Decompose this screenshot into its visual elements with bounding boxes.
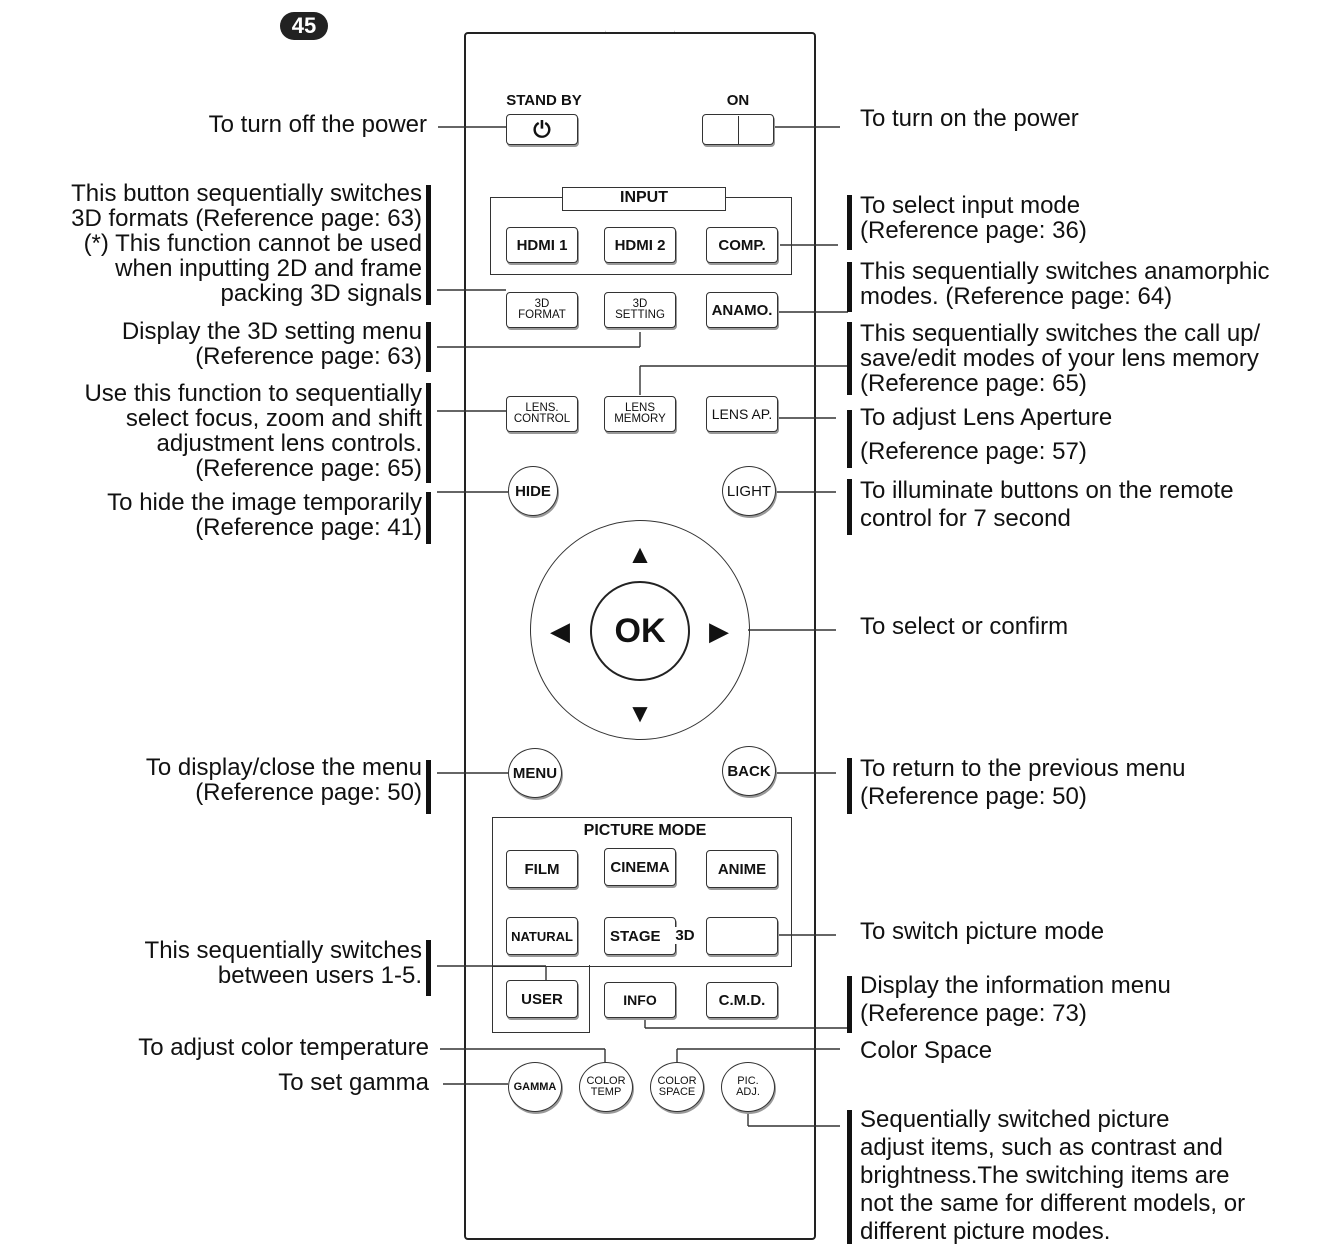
user-bar xyxy=(426,940,431,996)
info-button[interactable]: INFO xyxy=(604,982,676,1018)
right-arrow-icon[interactable]: ▶ xyxy=(709,616,729,646)
lens-ap-bar xyxy=(847,410,852,468)
picture-mode-frame-top xyxy=(492,817,792,967)
hide-label: To hide the image temporarily (Reference… xyxy=(107,489,422,541)
direction-pad-ring xyxy=(530,520,750,740)
comp-button[interactable]: COMP. xyxy=(706,227,778,263)
3d-format-label: This button sequentially switches 3D for… xyxy=(71,180,422,307)
power-on-label: To turn on the power xyxy=(860,105,1079,132)
color-space-label-1: COLOR xyxy=(657,1075,697,1087)
3d-setting-label-1: 3D xyxy=(632,297,648,310)
pic-adj-button[interactable]: PIC.ADJ. xyxy=(721,1062,775,1112)
lens-control-bar xyxy=(426,383,431,483)
pic-adj-label-2: ADJ. xyxy=(736,1086,760,1098)
lens-control-label-2: CONTROL xyxy=(513,413,571,425)
anamo-bar xyxy=(847,262,852,312)
on-button[interactable] xyxy=(702,114,774,145)
input-label: To select input mode (Reference page: 36… xyxy=(860,192,1087,244)
lens-ap-reference-label: (Reference page: 57) xyxy=(860,438,1087,465)
lens-memory-bar xyxy=(847,322,852,395)
menu-bar xyxy=(426,760,431,814)
gamma-label: To set gamma xyxy=(278,1069,429,1096)
pic-adj-label-1: PIC. xyxy=(737,1075,759,1087)
light-label: To illuminate buttons on the remote cont… xyxy=(860,477,1234,532)
lens-ap-label: To adjust Lens Aperture xyxy=(860,404,1113,431)
color-temp-label: To adjust color temperature xyxy=(138,1034,429,1061)
standby-caption: STAND BY xyxy=(506,92,582,109)
stage-button[interactable]: STAGE xyxy=(604,917,676,955)
3d-format-label-2: FORMAT xyxy=(518,309,566,321)
light-bar xyxy=(847,479,852,535)
3d-mode-label: 3D xyxy=(672,927,698,944)
anamo-label: This sequentially switches anamorphic mo… xyxy=(860,258,1270,310)
cinema-button[interactable]: CINEMA xyxy=(604,848,676,886)
back-bar xyxy=(847,758,852,814)
on-caption: ON xyxy=(726,92,750,109)
pic-adj-bar xyxy=(847,1110,852,1244)
power-icon: ⏻ xyxy=(533,116,551,142)
down-arrow-icon[interactable]: ▼ xyxy=(627,698,653,728)
page-number-badge: 45 xyxy=(280,12,328,40)
left-arrow-icon[interactable]: ◀ xyxy=(550,616,570,646)
hide-bar xyxy=(426,492,431,544)
back-label: To return to the previous menu (Referenc… xyxy=(860,755,1186,810)
lens-control-label: Use this function to sequentially select… xyxy=(84,380,422,482)
pic-adj-label: Sequentially switched picture adjust ite… xyxy=(860,1106,1246,1245)
lens-memory-label: This sequentially switches the call up/ … xyxy=(860,320,1261,397)
color-space-label: Color Space xyxy=(860,1037,993,1064)
hdmi1-button[interactable]: HDMI 1 xyxy=(506,227,578,263)
gamma-button[interactable]: GAMMA xyxy=(508,1062,562,1112)
power-off-label: To turn off the power xyxy=(208,111,427,138)
input-bar xyxy=(847,195,852,250)
3d-setting-bar xyxy=(426,322,431,372)
ok-button[interactable]: OK xyxy=(590,581,690,681)
standby-button[interactable]: ⏻ xyxy=(506,114,578,145)
hdmi2-button[interactable]: HDMI 2 xyxy=(604,227,676,263)
input-title: INPUT xyxy=(563,189,725,207)
color-temp-label-1: COLOR xyxy=(586,1075,626,1087)
cmd-button[interactable]: C.M.D. xyxy=(706,982,778,1018)
3d-format-bar xyxy=(426,185,431,305)
user-button[interactable]: USER xyxy=(506,980,578,1018)
film-button[interactable]: FILM xyxy=(506,850,578,888)
3d-format-label-1: 3D xyxy=(534,297,550,310)
hide-button[interactable]: HIDE xyxy=(508,466,558,516)
back-button[interactable]: BACK xyxy=(722,746,776,796)
lens-memory-label-2: MEMORY xyxy=(614,413,666,425)
lens-control-button[interactable]: LENS.CONTROL xyxy=(506,396,578,432)
menu-label: To display/close the menu (Reference pag… xyxy=(145,754,422,806)
lens-control-label-1: LENS. xyxy=(525,401,559,414)
anime-button[interactable]: ANIME xyxy=(706,850,778,888)
3d-setting-label: Display the 3D setting menu (Reference p… xyxy=(121,318,422,370)
picture-mode-title: PICTURE MODE xyxy=(540,822,750,840)
light-button[interactable]: LIGHT xyxy=(722,466,776,516)
anamo-button[interactable]: ANAMO. xyxy=(706,292,778,328)
picture-mode-label: To switch picture mode xyxy=(860,918,1105,945)
on-button-divider xyxy=(737,115,739,144)
up-arrow-icon[interactable]: ▲ xyxy=(627,539,653,569)
info-bar xyxy=(847,976,852,1033)
3d-setting-label-2: SETTING xyxy=(615,309,665,321)
info-label: Display the information menu (Reference … xyxy=(860,972,1171,1027)
color-temp-label-2: TEMP xyxy=(590,1086,622,1098)
natural-button[interactable]: NATURAL xyxy=(506,917,578,955)
select-label: To select or confirm xyxy=(860,613,1069,640)
blank-mode-button[interactable] xyxy=(706,917,778,955)
menu-button[interactable]: MENU xyxy=(508,748,562,798)
picture-mode-frame-bottom xyxy=(492,965,590,1033)
lens-memory-label-1: LENS xyxy=(624,401,656,414)
user-label: This sequentially switches between users… xyxy=(144,937,422,989)
lens-ap-button[interactable]: LENS AP. xyxy=(706,396,778,432)
color-space-label-2: SPACE xyxy=(658,1086,696,1098)
